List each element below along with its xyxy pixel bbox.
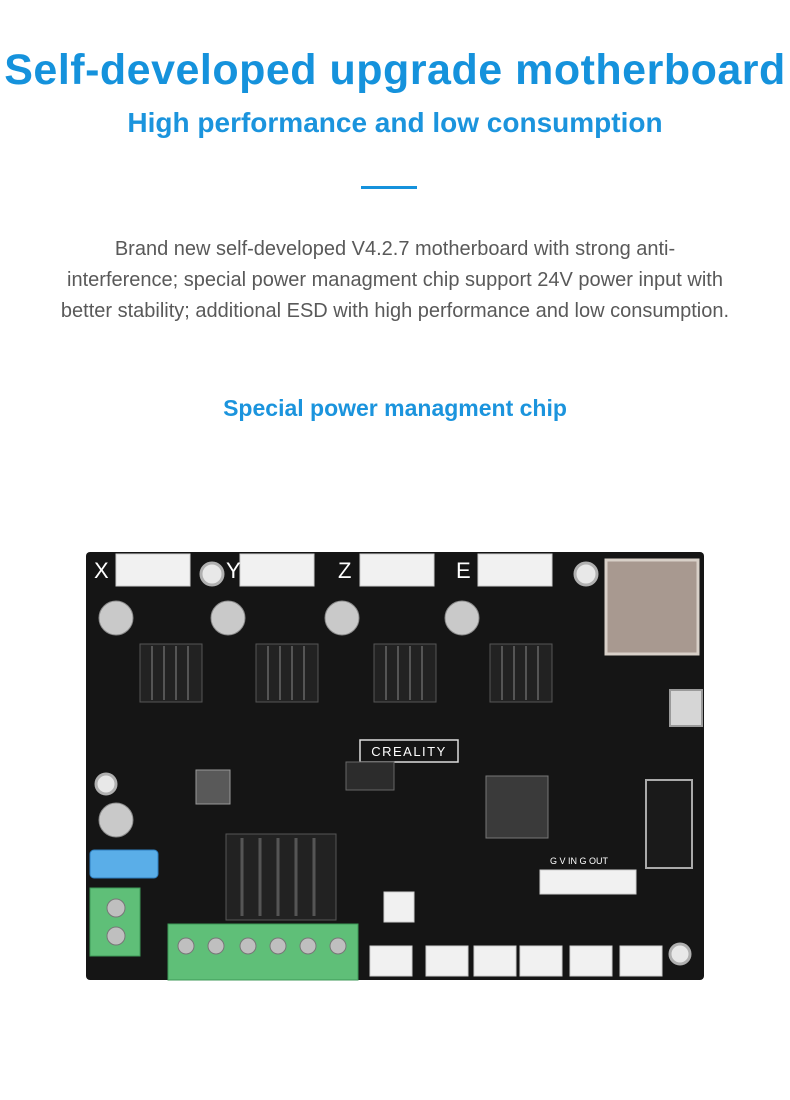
capacitor [98,600,134,636]
motherboard-image: X Y Z E CREALITY [80,548,720,984]
axis-label-x: X [94,558,109,583]
output-terminal-block [167,923,359,981]
brand-text: CREALITY [371,744,447,759]
pin-header [645,779,693,869]
description-text: Brand new self-developed V4.2.7 motherbo… [60,238,730,322]
section-label: Special power managment chip [223,395,567,421]
axis-label-e: E [456,558,471,583]
page-subtitle: High performance and low consumption [127,107,663,138]
capacitor [444,600,480,636]
connector-e [477,553,553,587]
bottom-connectors [369,869,663,977]
terminal-screw [106,898,126,918]
connector-y [239,553,315,587]
mcu-chip [485,775,549,839]
capacitors [98,600,480,838]
mounting-hole [668,942,692,966]
capacitor [210,600,246,636]
capacitor [98,802,134,838]
heatsink-e [489,643,553,703]
axis-label-z: Z [338,558,351,583]
page-title: Self-developed upgrade motherboard [4,46,786,94]
gvin-label: G V IN G OUT [550,856,609,866]
capacitor [324,600,360,636]
output-terminal-screws [177,937,347,955]
mounting-hole [94,772,118,796]
fuse [89,849,159,879]
brand-plate [359,739,459,763]
main-heatsink-fins [240,838,316,916]
main-heatsink [225,833,337,921]
inductor [195,769,231,805]
title-divider [361,186,417,189]
heatsink-x [139,643,203,703]
power-input-terminal [89,887,141,957]
mounting-hole [199,561,225,587]
power-management-chip [345,761,395,791]
terminal-screw [106,926,126,946]
sd-card-slot [604,558,700,656]
axis-label-y: Y [226,558,241,583]
heatsink-y [255,643,319,703]
connector-z [359,553,435,587]
mounting-hole [573,561,599,587]
stepper-connectors [115,553,553,587]
connector-x [115,553,191,587]
motherboard-illustration: X Y Z E CREALITY [86,552,704,981]
heatsink-fins [151,646,539,700]
heatsink-z [373,643,437,703]
usb-port [669,689,703,727]
stepper-heatsinks [139,643,553,703]
